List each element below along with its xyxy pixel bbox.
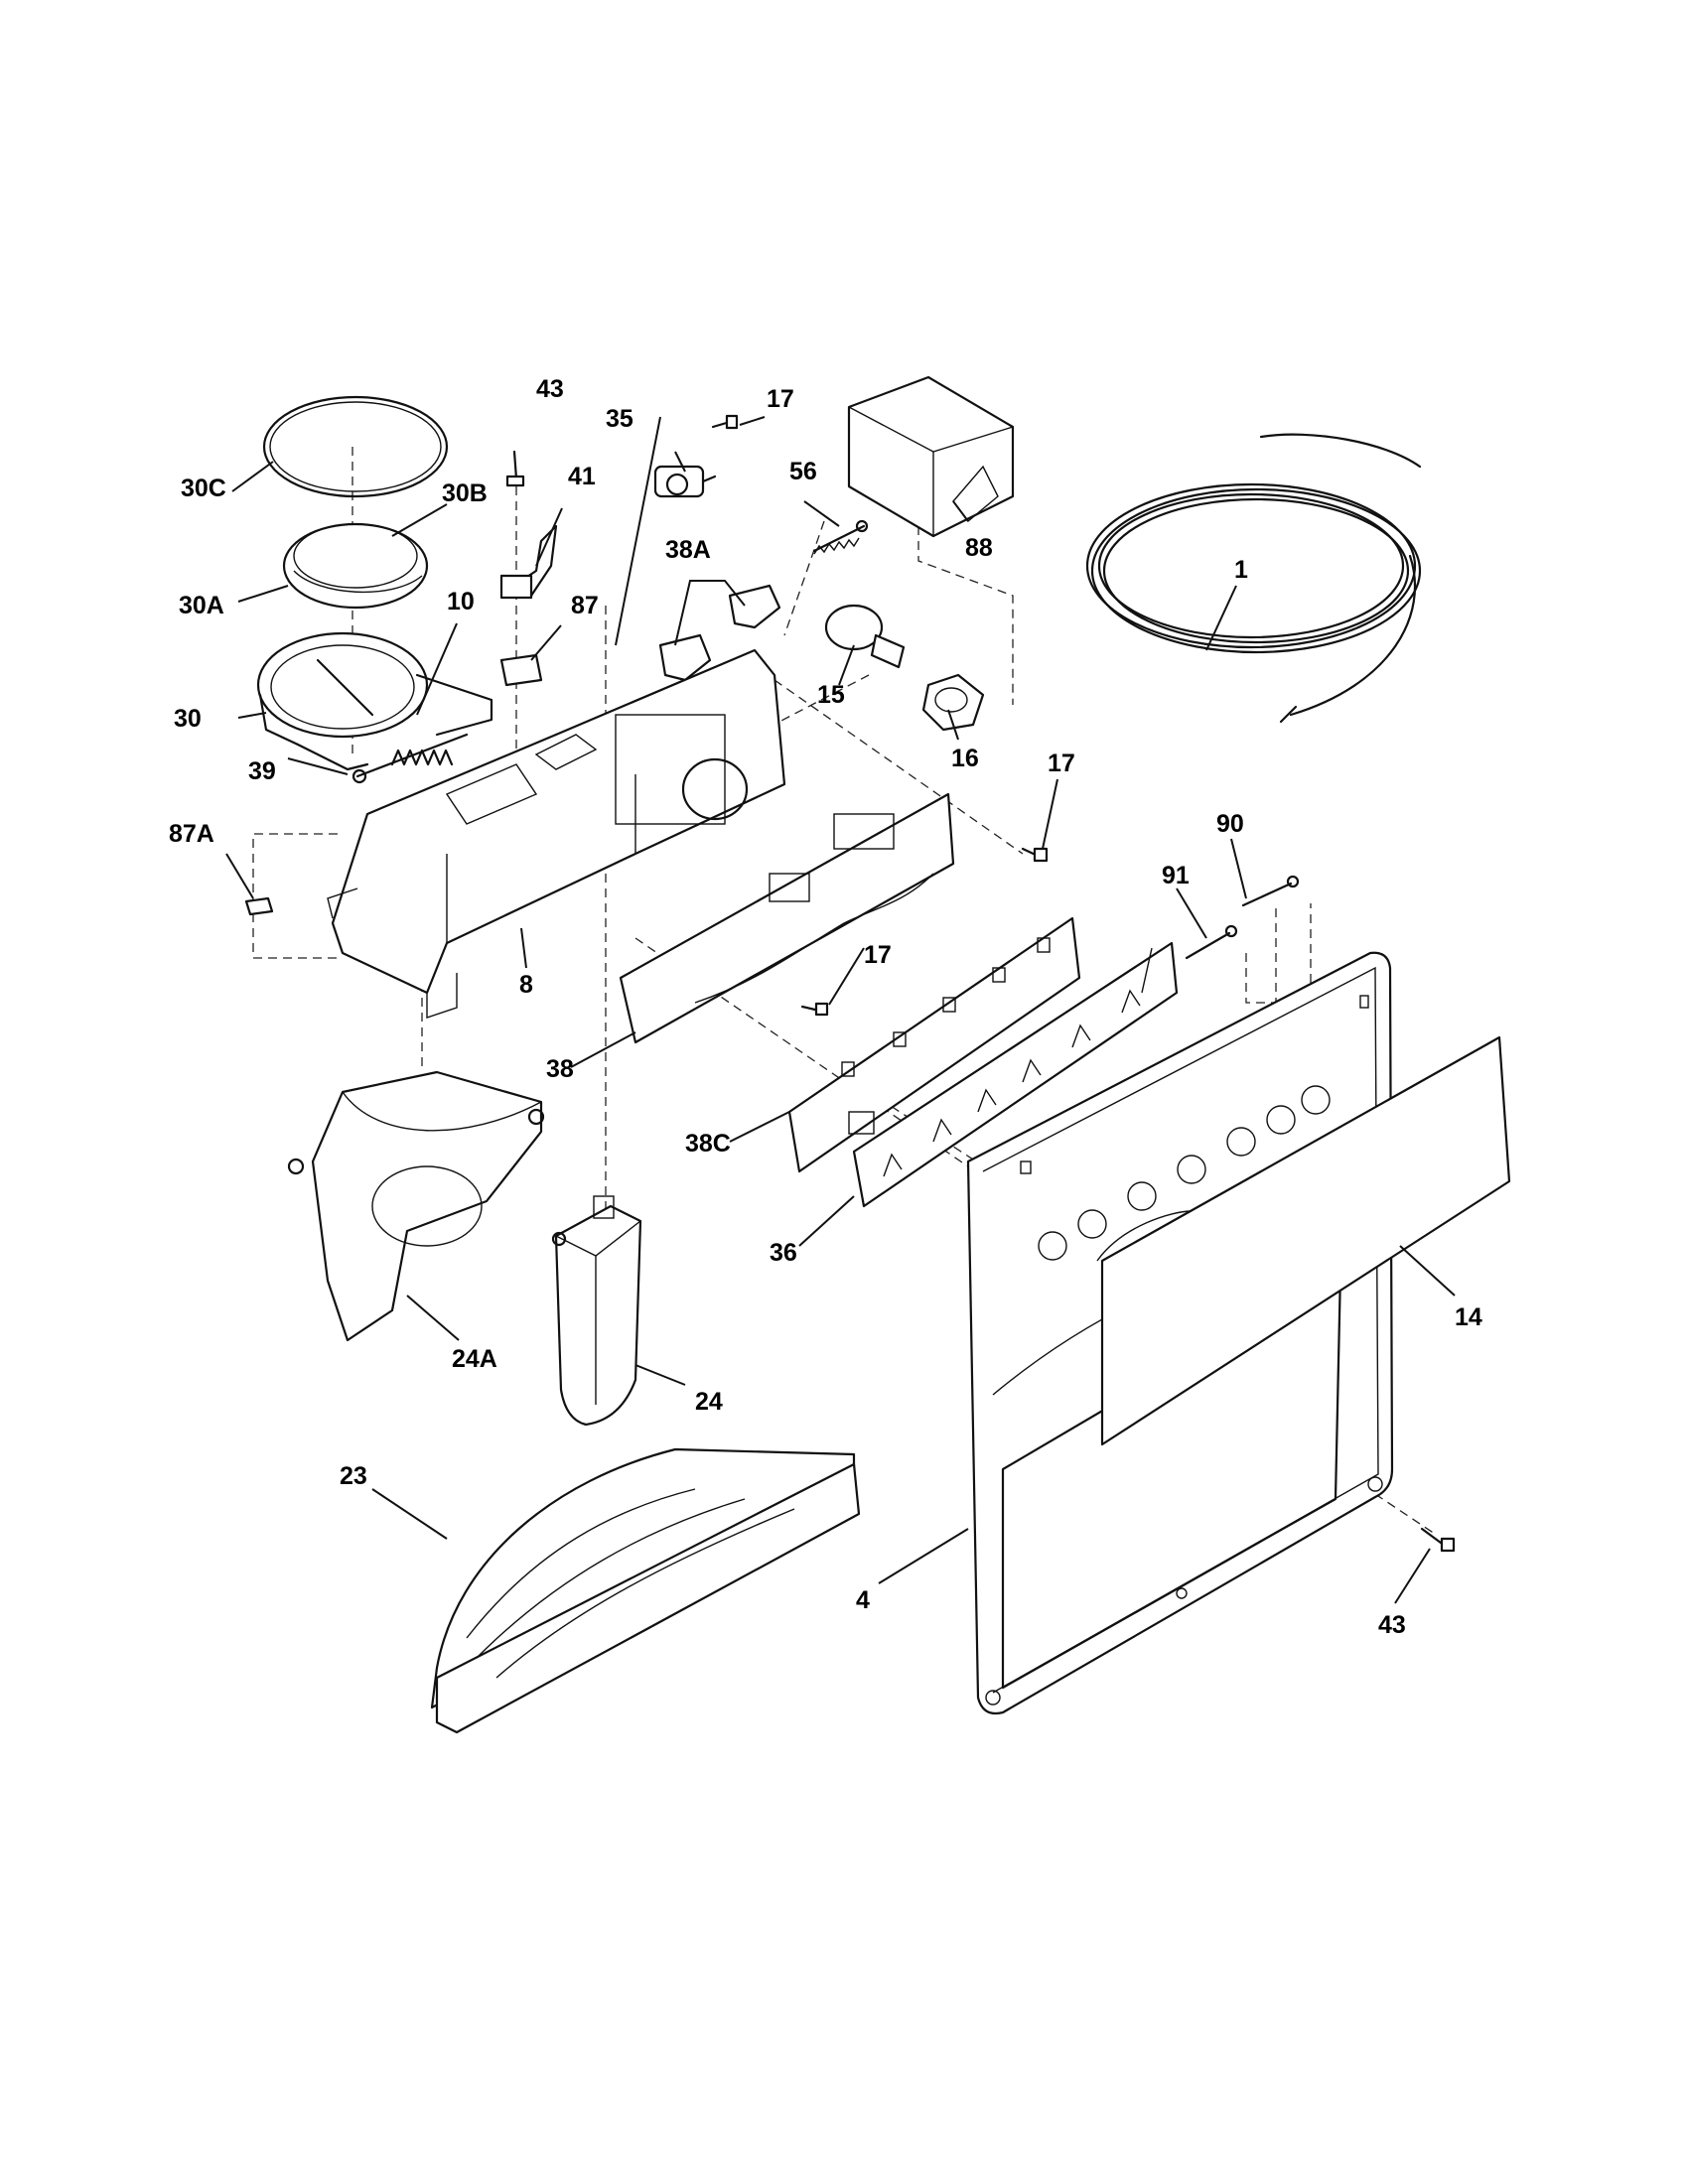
- lamp-socket-part: [921, 673, 985, 732]
- callout-24a: 24A: [452, 1345, 497, 1373]
- callout-35: 35: [606, 405, 633, 433]
- door-flap-part: [282, 522, 429, 610]
- callout-30c: 30C: [181, 475, 226, 502]
- callout-30b: 30B: [442, 479, 488, 507]
- callout-87a: 87A: [169, 820, 214, 848]
- callout-15: 15: [817, 681, 845, 709]
- callout-17-mid: 17: [864, 941, 892, 969]
- spring-and-pin-part: [352, 733, 469, 784]
- switches-38a-part: [658, 584, 781, 682]
- callout-87: 87: [571, 592, 599, 619]
- tubing-coil-part: [1085, 433, 1422, 724]
- control-board-38-part: [619, 792, 955, 1044]
- leader-lines: [225, 416, 1456, 1604]
- callout-30: 30: [174, 705, 202, 733]
- callout-90: 90: [1216, 810, 1244, 838]
- callout-23: 23: [340, 1462, 367, 1490]
- callout-labels: 43 35 17 30C 30B 41 56 88 1 38A 30A 10 8…: [169, 375, 1482, 1639]
- callout-16: 16: [951, 745, 979, 772]
- callout-39: 39: [248, 757, 276, 785]
- callout-38a: 38A: [665, 536, 711, 564]
- callout-38c: 38C: [685, 1130, 731, 1158]
- callout-56: 56: [789, 458, 817, 485]
- clip-87a: [244, 896, 274, 916]
- callout-41: 41: [568, 463, 596, 490]
- callout-43-bottom: 43: [1378, 1611, 1406, 1639]
- drip-tray-part: [430, 1447, 861, 1734]
- callout-36: 36: [770, 1239, 797, 1267]
- callout-4: 4: [856, 1586, 870, 1614]
- actuator-arm-24-part: [551, 1195, 642, 1427]
- callout-88: 88: [965, 534, 993, 562]
- callout-38: 38: [546, 1055, 574, 1083]
- lamp-bulb-part: [824, 604, 906, 669]
- screws-17-56: [711, 414, 869, 555]
- callout-30a: 30A: [179, 592, 224, 619]
- gasket-ring-part: [262, 395, 449, 498]
- ice-chute-door-part: [256, 631, 493, 771]
- pins-90-91-part: [1185, 875, 1300, 960]
- callout-91: 91: [1162, 862, 1190, 889]
- clip-87: [499, 653, 543, 687]
- dispenser-housing-part: [327, 648, 786, 1019]
- screws-17-mid: [800, 847, 1049, 1017]
- actuator-part: [653, 465, 717, 498]
- small-fasteners: [244, 450, 558, 916]
- callout-17-mid-right: 17: [1048, 750, 1075, 777]
- overlay-panel-part: [1096, 1035, 1511, 1446]
- callout-17-top: 17: [767, 385, 794, 413]
- callout-43-top: 43: [536, 375, 564, 403]
- button-bracket-36-part: [852, 941, 1179, 1208]
- callout-24: 24: [695, 1388, 723, 1416]
- bracket-41: [499, 524, 558, 600]
- ballast-box-part: [847, 375, 1015, 538]
- callout-1: 1: [1234, 556, 1248, 584]
- callout-8: 8: [519, 971, 533, 999]
- display-board-38c-part: [787, 916, 1081, 1173]
- callout-10: 10: [447, 588, 475, 615]
- callout-14: 14: [1455, 1303, 1482, 1331]
- screw-43-bottom: [1420, 1527, 1456, 1553]
- ice-funnel-24a-part: [287, 1070, 545, 1342]
- screw-43-top: [505, 450, 525, 487]
